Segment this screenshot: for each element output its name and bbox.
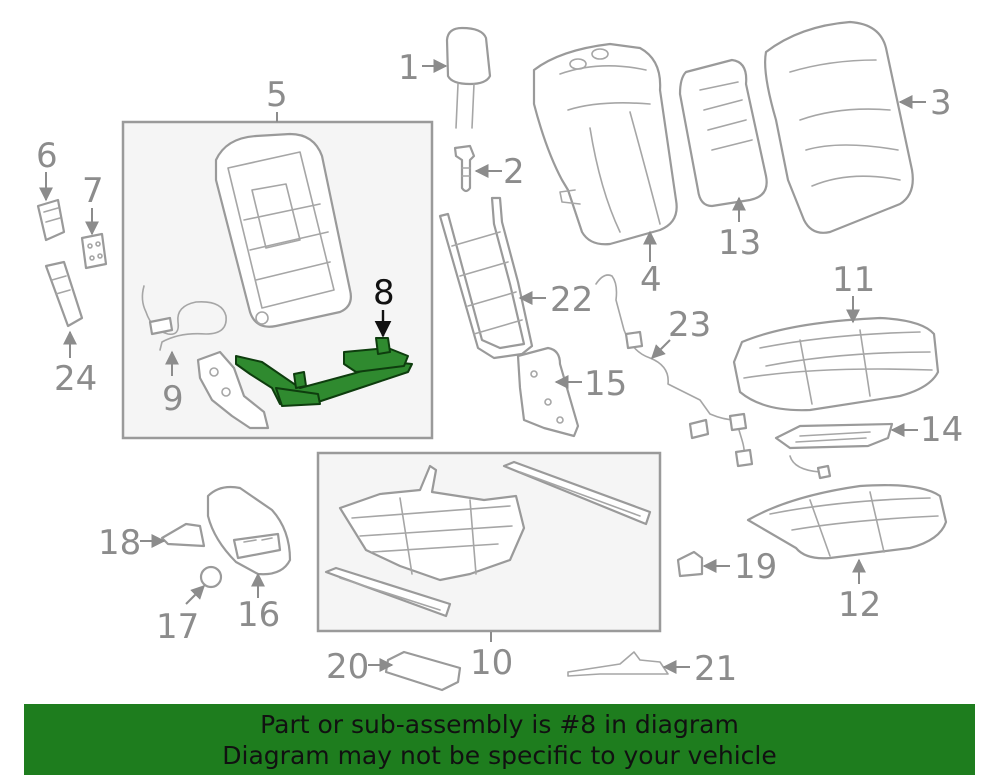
side-trim-cover-part — [516, 346, 580, 438]
callout-5: 5 — [266, 75, 288, 115]
leader-17 — [185, 585, 205, 605]
side-trim-part — [44, 260, 84, 328]
callout-21: 21 — [694, 649, 737, 689]
banner-line-1: Part or sub-assembly is #8 in diagram — [260, 710, 739, 739]
banner-line-2: Diagram may not be specific to your vehi… — [222, 741, 777, 770]
callout-13: 13 — [718, 223, 761, 263]
callout-8: 8 — [373, 273, 395, 313]
release-cable-part — [141, 285, 227, 351]
handle-part — [160, 522, 206, 548]
callout-16: 16 — [237, 595, 280, 635]
side-shield-bracket-part — [196, 350, 270, 430]
cushion-sensor-mat-part — [774, 422, 894, 480]
side-shield-part — [206, 485, 292, 576]
cover-part — [384, 650, 462, 692]
callout-17: 17 — [156, 607, 199, 647]
seat-back-panel-part — [678, 58, 768, 208]
knob-part — [199, 565, 223, 589]
notice-banner: Part or sub-assembly is #8 in diagram Di… — [24, 704, 975, 775]
callout-11: 11 — [832, 260, 875, 300]
callout-7: 7 — [82, 171, 104, 211]
callout-2: 2 — [503, 152, 525, 192]
callout-20: 20 — [326, 647, 369, 687]
seat-back-frame-part — [214, 132, 352, 328]
callout-9: 9 — [162, 379, 184, 419]
callout-3: 3 — [930, 83, 952, 123]
callout-4: 4 — [640, 260, 662, 300]
seat-adjuster-part — [324, 460, 652, 618]
headrest-guide-part — [453, 144, 476, 193]
seat-cushion-pad-part — [746, 484, 948, 560]
wire-harness-part — [595, 274, 754, 468]
callout-14: 14 — [920, 410, 963, 450]
recliner-part-highlighted — [235, 337, 413, 407]
callout-10: 10 — [470, 643, 513, 683]
callout-23: 23 — [668, 305, 711, 345]
seat-back-cushion-part — [532, 42, 678, 246]
trim-clip-part — [36, 198, 66, 242]
clip-part — [676, 550, 704, 578]
callout-1: 1 — [398, 48, 420, 88]
callout-19: 19 — [734, 547, 777, 587]
backrest-support-part — [438, 196, 534, 360]
callout-24: 24 — [54, 359, 97, 399]
callout-18: 18 — [98, 523, 141, 563]
seat-back-cover-part — [764, 20, 914, 234]
callout-12: 12 — [838, 585, 881, 625]
headrest-part — [445, 26, 492, 129]
callout-15: 15 — [584, 364, 627, 404]
callout-6: 6 — [36, 136, 58, 176]
leader-23 — [651, 339, 671, 359]
callout-22: 22 — [550, 280, 593, 320]
wire-part — [567, 651, 669, 677]
hinge-plate-part — [80, 232, 108, 270]
seat-cushion-upholstery-part — [732, 316, 940, 412]
